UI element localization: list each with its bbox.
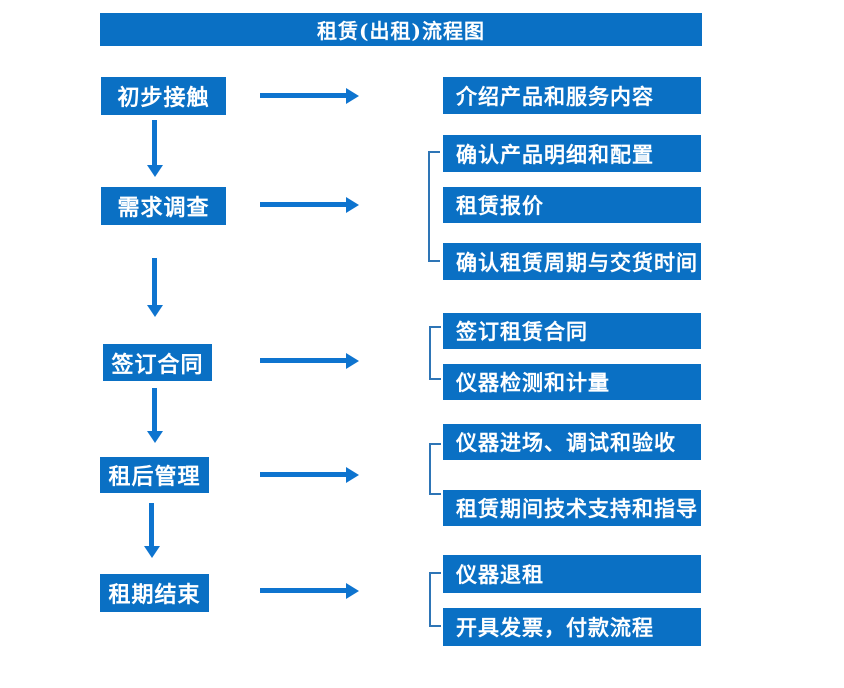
arrow-down-3	[152, 388, 157, 431]
arrow-right-1	[260, 93, 346, 98]
step-box-initial-contact: 初步接触	[101, 77, 226, 115]
arrow-down-4	[149, 503, 154, 546]
step-box-rental-end: 租期结束	[100, 574, 209, 612]
bracket-group-5	[429, 572, 441, 627]
output-box-rental-quote: 租赁报价	[443, 187, 701, 223]
flowchart-title: 租赁(出租)流程图	[100, 13, 702, 46]
arrow-right-3	[260, 358, 346, 363]
output-box-sign-rental-contract: 签订租赁合同	[443, 313, 701, 349]
step-box-sign-contract: 签订合同	[103, 344, 212, 381]
step-box-demand-survey: 需求调查	[101, 187, 226, 225]
bracket-group-3	[429, 326, 441, 380]
arrow-right-4	[260, 472, 346, 477]
output-box-instrument-return: 仪器退租	[443, 555, 701, 593]
arrow-down-2	[152, 258, 157, 305]
output-box-instrument-setup-acceptance: 仪器进场、调试和验收	[443, 424, 701, 460]
step-box-post-rental-management: 租后管理	[100, 457, 209, 493]
bracket-group-2	[428, 151, 440, 262]
output-box-introduce-products: 介绍产品和服务内容	[443, 77, 701, 114]
arrow-down-1	[152, 120, 157, 165]
output-box-confirm-product-details: 确认产品明细和配置	[443, 135, 701, 172]
output-box-invoice-payment: 开具发票，付款流程	[443, 608, 701, 646]
arrow-right-2	[260, 202, 346, 207]
arrow-right-5	[260, 588, 346, 593]
output-box-instrument-testing: 仪器检测和计量	[443, 364, 701, 400]
output-box-tech-support: 租赁期间技术支持和指导	[443, 490, 701, 526]
output-box-confirm-rental-period: 确认租赁周期与交货时间	[443, 243, 701, 280]
bracket-group-4	[429, 443, 441, 495]
